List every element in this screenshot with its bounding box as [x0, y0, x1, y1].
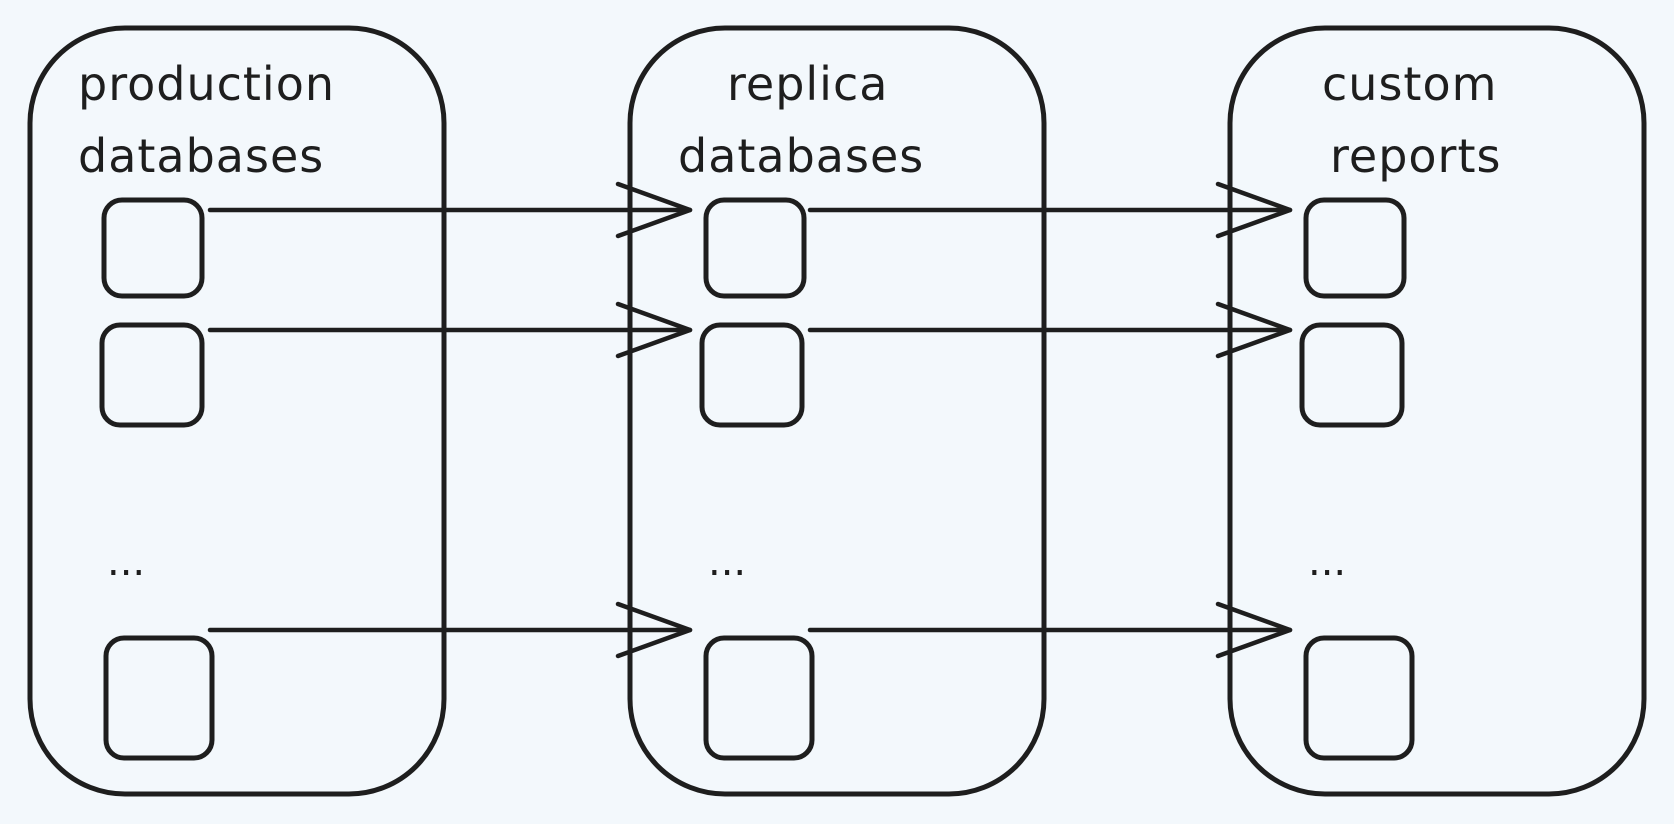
arrow-production-3-to-replica-3: [207, 601, 693, 659]
production-db-node-2: [99, 322, 205, 428]
arrow-production-2-to-replica-2: [207, 301, 693, 359]
custom-title-line-1: custom: [1322, 57, 1497, 111]
custom-report-node-2: [1299, 322, 1405, 428]
custom-report-node-3: [1303, 635, 1415, 761]
replica-title-line-1: replica: [727, 57, 888, 111]
custom-report-node-1: [1303, 197, 1407, 299]
arrow-replica-2-to-custom-2: [807, 301, 1293, 359]
arrow-replica-3-to-custom-3: [807, 601, 1293, 659]
custom-ellipsis: ...: [1308, 539, 1346, 585]
custom-reports-container: custom reports ...: [1227, 25, 1647, 797]
replica-databases-frame: [627, 25, 1047, 797]
arrows-production-to-replica: [207, 181, 693, 659]
arrow-production-1-to-replica-1: [207, 181, 693, 239]
replica-ellipsis: ...: [708, 539, 746, 585]
custom-title-line-2: reports: [1330, 129, 1501, 183]
arrows-replica-to-custom: [807, 181, 1293, 659]
production-title-line-1: production: [78, 57, 335, 111]
production-db-node-3: [103, 635, 215, 761]
production-ellipsis: ...: [107, 539, 145, 585]
production-databases-container: production databases ...: [27, 25, 447, 797]
production-title-line-2: databases: [78, 129, 324, 183]
custom-reports-frame: [1227, 25, 1647, 797]
replica-databases-container: replica databases ...: [627, 25, 1047, 797]
replica-db-node-1: [703, 197, 807, 299]
replica-title-line-2: databases: [678, 129, 924, 183]
production-db-node-1: [101, 197, 205, 299]
replica-db-node-2: [699, 322, 805, 428]
production-databases-frame: [27, 25, 447, 797]
arrow-replica-1-to-custom-1: [807, 181, 1293, 239]
replica-db-node-3: [703, 635, 815, 761]
